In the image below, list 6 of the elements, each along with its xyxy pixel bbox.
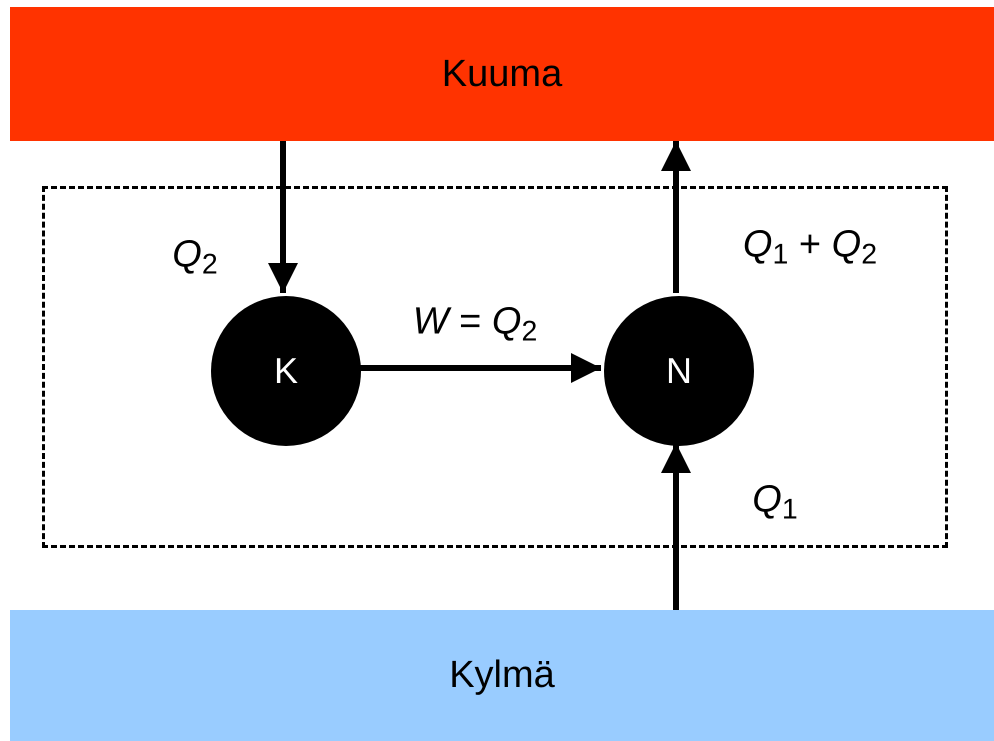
arrow [358,353,601,383]
arrow [268,141,298,293]
hot-reservoir-band: Kuuma [10,7,994,141]
arrow [661,443,691,610]
cold-reservoir-band: Kylmä [10,610,994,741]
arrow [661,141,691,293]
